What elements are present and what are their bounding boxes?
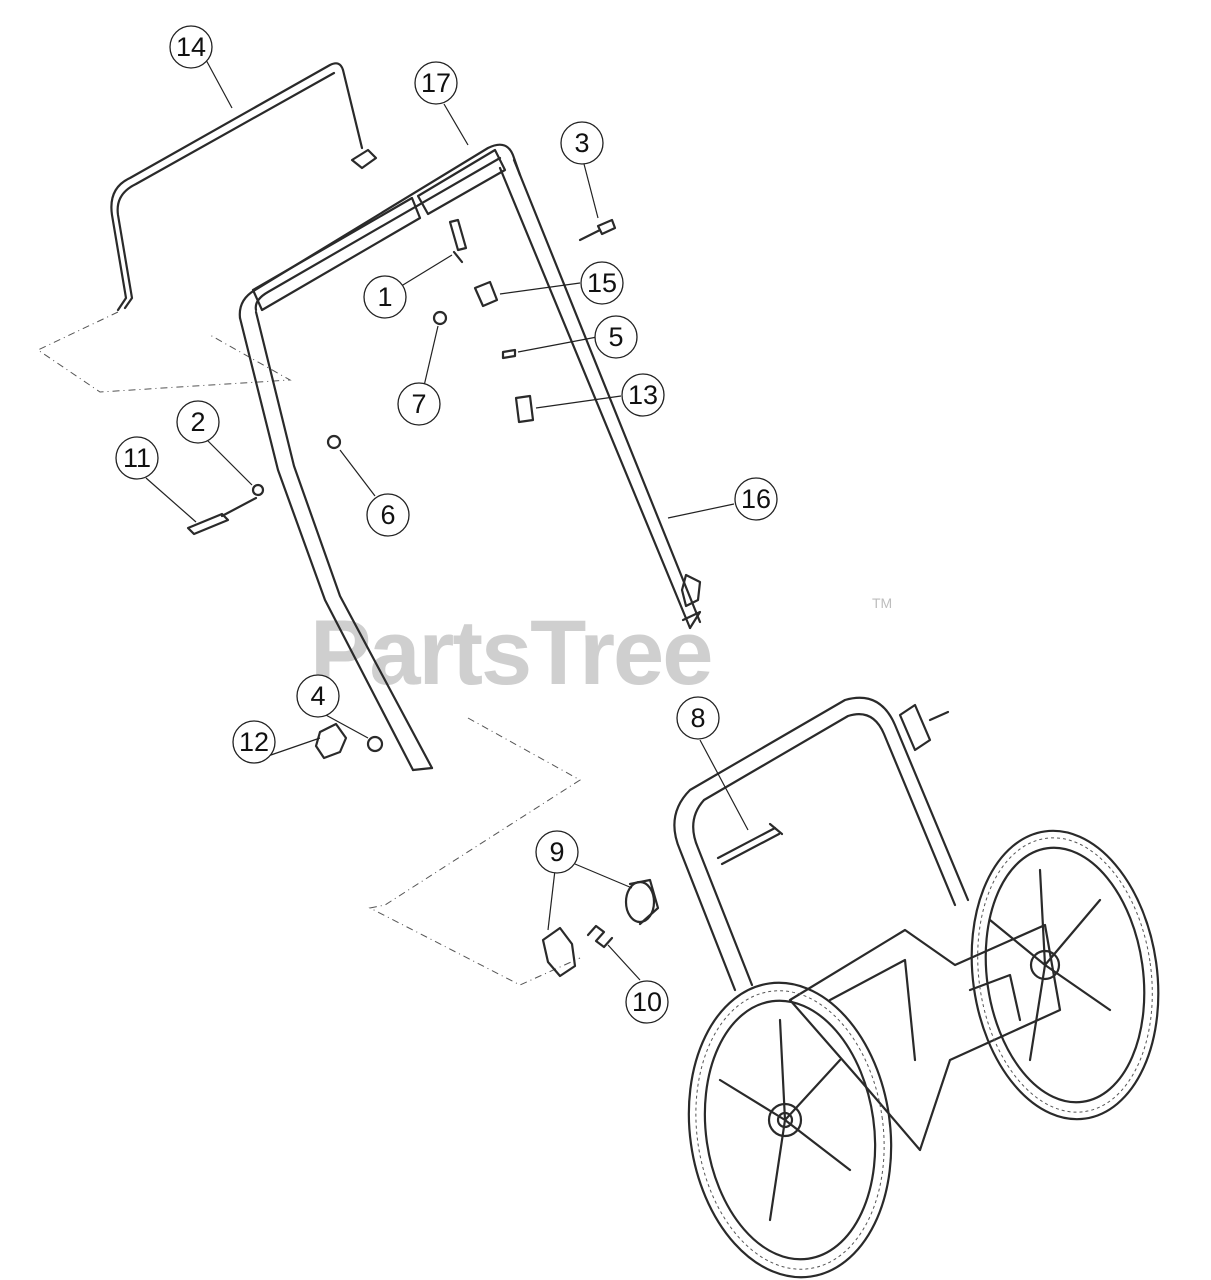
guide-line-upper: [36, 311, 292, 393]
leader-7: [423, 325, 439, 387]
svg-text:12: 12: [239, 727, 269, 757]
leader-10: [607, 944, 641, 981]
callout-4: 4: [296, 674, 340, 718]
svg-text:10: 10: [632, 987, 662, 1017]
svg-text:4: 4: [310, 681, 325, 711]
svg-text:2: 2: [190, 407, 205, 437]
leader-1: [397, 254, 453, 289]
callout-leader-lines: [145, 57, 749, 981]
svg-text:11: 11: [123, 443, 151, 473]
callout-17: 17: [414, 61, 458, 105]
svg-text:3: 3: [574, 128, 589, 158]
callout-15: 15: [580, 261, 624, 305]
leader-14: [204, 57, 233, 109]
leader-17: [443, 103, 469, 146]
upper-handle-part: [238, 143, 702, 772]
leader-11: [145, 477, 197, 523]
callout-6: 6: [366, 493, 410, 537]
leader-2: [206, 439, 253, 486]
svg-text:7: 7: [411, 389, 426, 419]
front-wheel-part: [687, 981, 893, 1279]
callout-2: 2: [176, 400, 220, 444]
leader-6: [339, 449, 376, 497]
svg-text:8: 8: [690, 703, 705, 733]
leader-3: [583, 163, 599, 219]
leader-15: [499, 282, 581, 295]
callout-1: 1: [363, 275, 407, 319]
svg-text:9: 9: [549, 837, 564, 867]
watermark-trademark: TM: [872, 595, 892, 611]
leader-16: [667, 503, 735, 519]
callout-5: 5: [594, 315, 638, 359]
svg-text:14: 14: [176, 32, 206, 62]
svg-text:13: 13: [628, 380, 658, 410]
bail-bar-part: [110, 62, 378, 312]
svg-text:6: 6: [380, 500, 395, 530]
watermark-text: PartsTree: [310, 602, 711, 704]
callout-9: 9: [535, 830, 579, 874]
svg-text:15: 15: [587, 268, 617, 298]
leader-4: [323, 713, 369, 739]
leader-9a: [574, 863, 633, 889]
callout-13: 13: [621, 373, 665, 417]
callout-7: 7: [397, 382, 441, 426]
leader-5: [517, 336, 598, 353]
leader-12: [267, 737, 321, 757]
svg-text:1: 1: [377, 282, 392, 312]
hardware-parts: [186, 218, 784, 978]
svg-text:16: 16: [741, 484, 771, 514]
leader-8: [699, 739, 749, 831]
callout-16: 16: [734, 477, 778, 521]
assembly-guide-lines: [36, 311, 581, 986]
leader-9b: [547, 869, 556, 931]
rear-wheel-part: [970, 829, 1160, 1121]
callout-10: 10: [625, 980, 669, 1024]
callout-14: 14: [169, 25, 213, 69]
callout-12: 12: [232, 720, 276, 764]
svg-text:5: 5: [608, 322, 623, 352]
watermark: PartsTree TM: [310, 595, 892, 704]
callout-8: 8: [676, 696, 720, 740]
leader-13: [535, 395, 622, 409]
callout-11: 11: [115, 436, 159, 480]
svg-text:17: 17: [421, 68, 451, 98]
cart-frame-part: [673, 696, 1062, 1152]
callout-3: 3: [560, 121, 604, 165]
